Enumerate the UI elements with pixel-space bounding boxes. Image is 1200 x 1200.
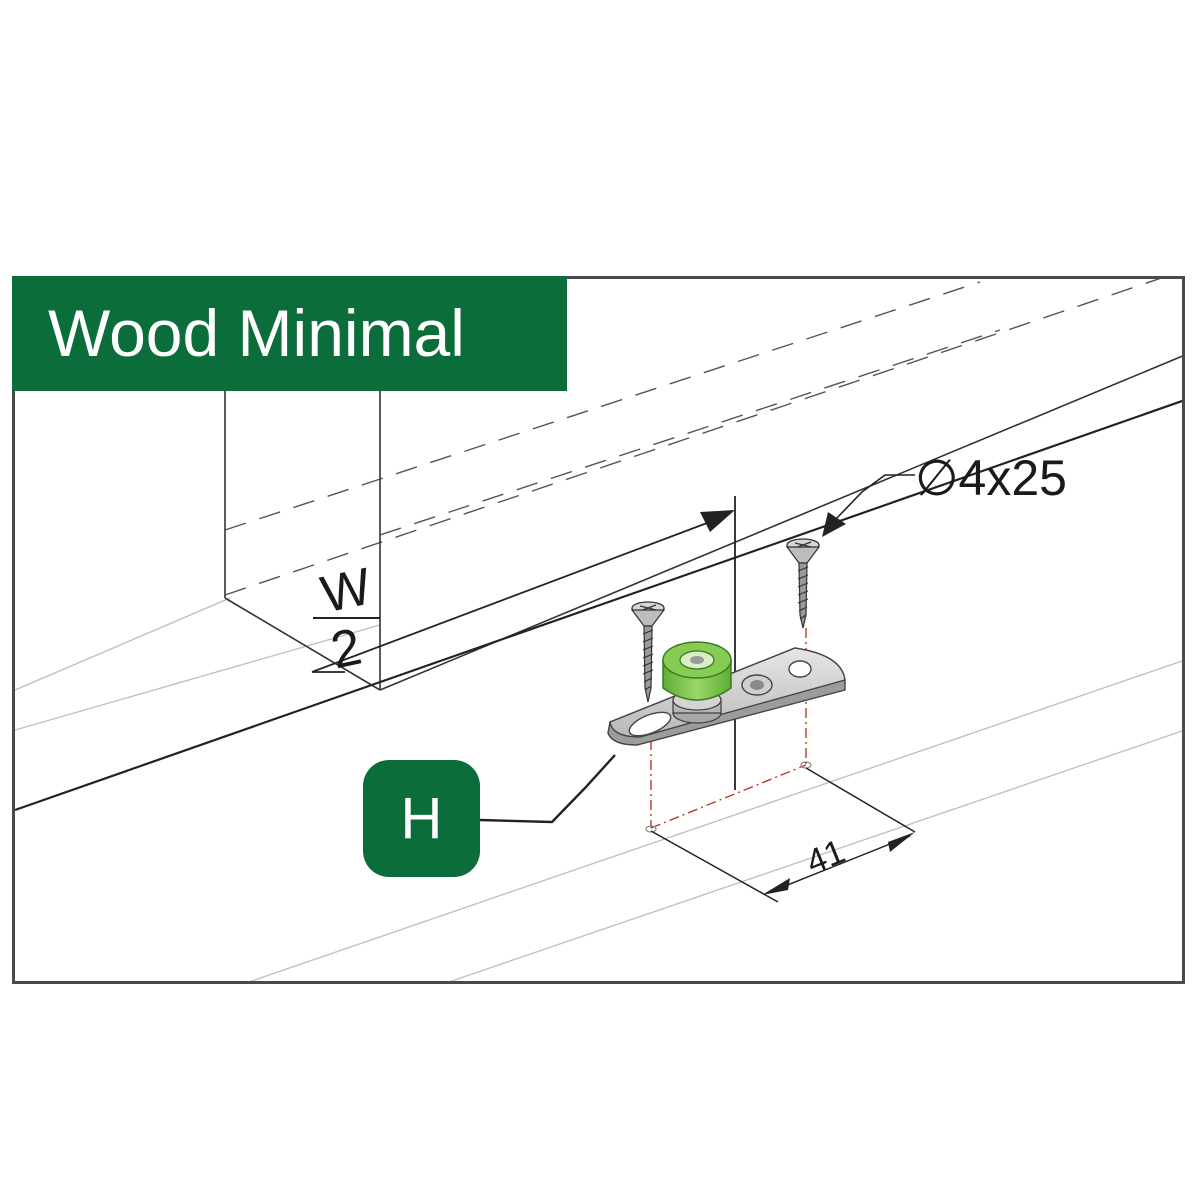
badge-leader [479, 754, 616, 824]
hidden-edges [224, 279, 1161, 596]
dimension-41-lines [650, 767, 916, 903]
guide-edge [15, 399, 1182, 812]
screw-size-label: ∅4x25 [915, 450, 1067, 506]
center-dimension-arrow [311, 510, 735, 673]
floor-lines [15, 597, 1182, 981]
floor-guide-plate [607, 647, 846, 746]
screw-label-leader [822, 474, 915, 537]
dimension-arrow-left [762, 878, 790, 895]
fraction-denominator: 2 [326, 618, 366, 681]
fraction-numerator: W [316, 558, 376, 625]
screw-right [785, 538, 821, 629]
guide-roller [662, 641, 732, 724]
drill-point-left [645, 825, 657, 833]
dimension-value: 41 [801, 832, 850, 881]
diagram-frame [12, 276, 1185, 984]
center-fraction: W 2 [313, 558, 380, 681]
screw-left [630, 601, 666, 703]
door-panel [224, 355, 1182, 691]
dimension-arrow-right [888, 832, 915, 852]
part-badge-h: H [363, 760, 480, 877]
title-banner: Wood Minimal [12, 276, 567, 391]
